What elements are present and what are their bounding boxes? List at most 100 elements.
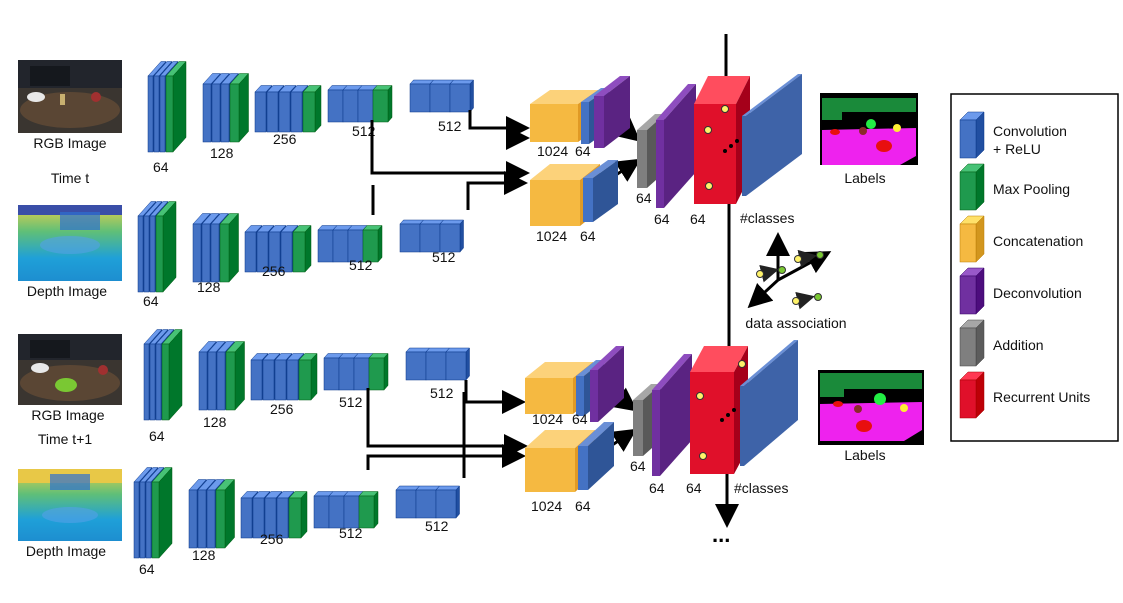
legend-label: Addition [993, 337, 1044, 353]
rgb-image-t [18, 60, 122, 133]
label-encoder-depth-t-s2: 128 [197, 279, 221, 295]
label-addition-top: 64 [636, 190, 652, 206]
caption-labels-t1: Labels [844, 447, 885, 463]
legend-items: Convolution + ReLU Max PoolingConcatenatio… [959, 111, 1090, 419]
legend-item: Recurrent Units [959, 371, 1090, 419]
caption-time-t1b: Time t+1 [38, 431, 93, 447]
connection-arrows [366, 34, 741, 528]
legend-item: Concatenation [959, 215, 1083, 263]
pool-block-depth-t-s1 [155, 200, 177, 293]
legend-swatch [959, 319, 985, 367]
pool-block-rgb-t-s1 [165, 60, 187, 153]
pool-block-rgb-t1-s1 [161, 328, 183, 421]
caption-labels-t: Labels [844, 170, 885, 186]
label-encoder-depth-t1-s4: 512 [339, 525, 363, 541]
legend-swatch [959, 215, 985, 263]
pool-block-depth-t-s2 [219, 212, 240, 283]
label-image-t1 [818, 370, 924, 445]
label-deconv-bottom: 64 [649, 480, 665, 496]
label-concat-bottom-2: 1024 [531, 498, 562, 514]
label-image-t [820, 93, 918, 165]
legend-swatch [959, 267, 985, 315]
recurrent-block-bottom [690, 346, 748, 474]
label-encoder-depth-t1-s5: 512 [425, 518, 449, 534]
label-encoder-depth-t-s4: 512 [349, 257, 373, 273]
label-encoder-rgb-t1-s3: 256 [270, 401, 294, 417]
output-block-bottom [740, 340, 798, 466]
data-association-axes [747, 232, 832, 309]
legend-item: Max Pooling [959, 163, 1070, 211]
pool-block-depth-t-s4 [362, 224, 383, 263]
label-encoder-depth-t-s5: 512 [432, 249, 456, 265]
caption-depth-t1: Depth Image [26, 543, 106, 559]
legend-swatch [959, 371, 985, 419]
pool-block-rgb-t-s3 [302, 84, 322, 133]
label-recurrent-bottom: 64 [686, 480, 702, 496]
pool-block-depth-t1-s3 [288, 490, 308, 539]
label-encoder-depth-t-s3: 256 [262, 263, 286, 279]
label-encoder-rgb-t-s2: 128 [210, 145, 234, 161]
caption-time-t: Time t [51, 170, 89, 186]
output-block-top [742, 74, 802, 196]
rgb-image-t1 [18, 334, 122, 405]
caption-rgb-t1: RGB Image [31, 407, 104, 423]
data-association-points [756, 249, 824, 310]
legend-label: Recurrent Units [993, 389, 1090, 405]
label-output-bottom: #classes [734, 480, 788, 496]
legend: Convolution + ReLU Max PoolingConcatenatio… [950, 93, 1119, 442]
legend-item: Convolution + ReLU [959, 111, 1067, 159]
legend-label: Concatenation [993, 233, 1083, 249]
label-concat-top-1: 1024 [537, 143, 568, 159]
deconv-block-top [656, 84, 696, 208]
caption-depth-t: Depth Image [27, 283, 107, 299]
label-encoder-rgb-t-s5: 512 [438, 118, 462, 134]
label-concat-bottom-1: 1024 [532, 411, 563, 427]
conv-block-rgb-t1-s5-3 [445, 347, 471, 381]
pool-block-depth-t1-s4 [358, 490, 379, 529]
label-addition-bottom: 64 [630, 458, 646, 474]
legend-swatch [959, 163, 985, 211]
label-reduce-bottom-1: 64 [572, 411, 588, 427]
pool-block-rgb-t-s2 [229, 72, 250, 143]
conv-block-depth-t1-s5-3 [435, 485, 461, 519]
label-reduce-top-2: 64 [580, 228, 596, 244]
pool-block-rgb-t1-s2 [225, 340, 246, 411]
caption-rgb-t: RGB Image [33, 135, 106, 151]
caption-data-association: data association [745, 315, 846, 331]
deconv-block-bottom [652, 354, 692, 476]
label-reduce-top-1: 64 [575, 143, 591, 159]
label-encoder-rgb-t-s4: 512 [352, 123, 376, 139]
legend-item: Addition [959, 319, 1044, 367]
label-encoder-depth-t-s1: 64 [143, 293, 159, 309]
fusion-top: 1024 64 1024 64 64 64 [530, 74, 802, 244]
pool-block-depth-t1-s1 [151, 466, 173, 559]
pool-block-depth-t-s3 [292, 224, 312, 273]
label-concat-top-2: 1024 [536, 228, 567, 244]
conv-block-depth-t-s5-3 [439, 219, 465, 253]
pool-block-depth-t1-s2 [215, 478, 236, 549]
label-recurrent-top: 64 [690, 211, 706, 227]
label-encoder-depth-t1-s2: 128 [192, 547, 216, 563]
concat-block-bottom-1 [525, 346, 624, 422]
fusion-bottom: 1024 64 1024 64 64 64 [525, 340, 798, 514]
label-output-top: #classes [740, 210, 794, 226]
recurrent-block-top [694, 76, 750, 204]
legend-label-line2: + ReLU [993, 141, 1041, 157]
depth-image-t1 [18, 469, 122, 541]
label-encoder-rgb-t1-s2: 128 [203, 414, 227, 430]
label-encoder-rgb-t1-s4: 512 [339, 394, 363, 410]
legend-label: Convolution [993, 123, 1067, 139]
label-encoder-rgb-t1-s5: 512 [430, 385, 454, 401]
pool-block-rgb-t1-s4 [368, 352, 389, 391]
concat-block-bottom-2 [525, 422, 614, 492]
label-encoder-depth-t1-s3: 256 [260, 531, 284, 547]
concat-block-top-1 [530, 76, 630, 148]
conv-block-rgb-t-s5-3 [449, 79, 475, 113]
pool-block-rgb-t-s4 [372, 84, 393, 123]
continuation-ellipsis: ... [712, 522, 730, 547]
encoder-depth-t: 64 128 256 512 512 [137, 200, 465, 309]
